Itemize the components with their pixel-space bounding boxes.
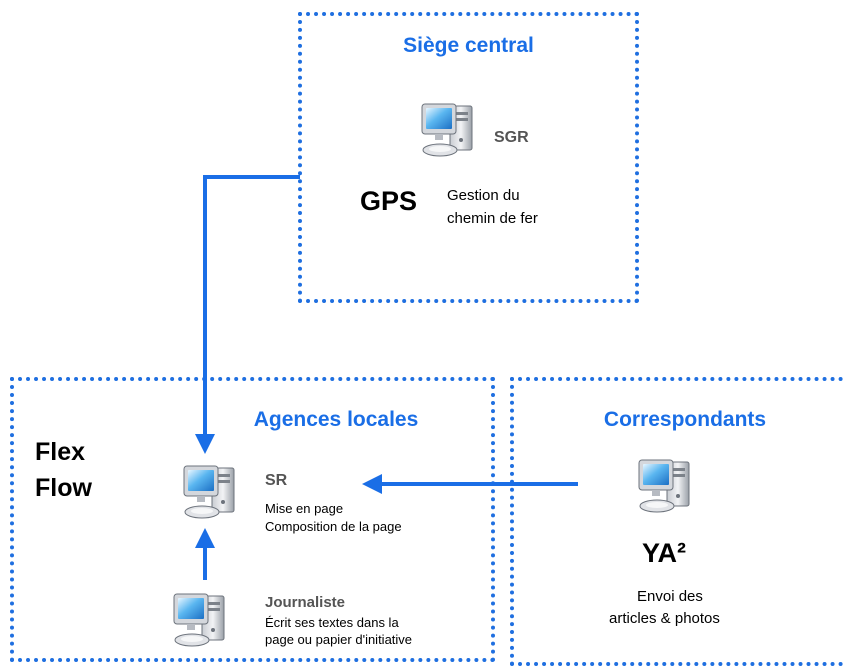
siege-to-sr-arrow xyxy=(195,175,300,454)
siege-central-title: Siège central xyxy=(403,34,534,57)
flexflow-label-line2: Flow xyxy=(35,474,92,502)
sr-description-line2: Composition de la page xyxy=(265,519,402,534)
sr-description-line1: Mise en page xyxy=(265,501,344,516)
agences-locales-box xyxy=(10,377,495,662)
correspondants-description-line2: articles & photos xyxy=(609,610,720,627)
journaliste-description-line2: page ou papier d'initiative xyxy=(265,632,413,647)
gps-description-line1: Gestion du xyxy=(447,187,520,204)
gps-description-line2: chemin de fer xyxy=(447,210,538,227)
journaliste-description-line1: Écrit ses textes dans la xyxy=(265,615,399,630)
correspondants-description-line1: Envoi des xyxy=(637,588,703,605)
flexflow-label-line1: Flex xyxy=(35,438,86,466)
ya2-acronym: YA² xyxy=(642,538,687,568)
agences-locales-title: Agences locales xyxy=(253,408,419,431)
sgr-label: SGR xyxy=(494,129,529,146)
sr-label: SR xyxy=(265,472,288,489)
journaliste-label: Journaliste xyxy=(265,594,346,611)
correspondants-title: Correspondants xyxy=(603,408,767,431)
correspondants-box xyxy=(510,377,843,666)
gps-acronym: GPS xyxy=(360,186,418,216)
siege-central-box xyxy=(298,12,639,303)
